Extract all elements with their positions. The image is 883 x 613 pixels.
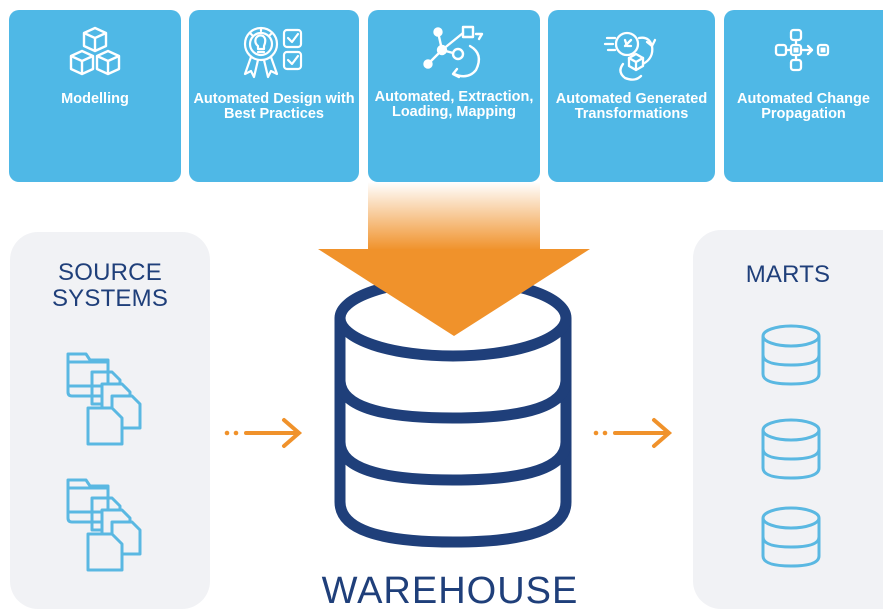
marts-title: MARTS <box>745 261 831 288</box>
warehouse-label: WAREHOUSE <box>321 570 579 612</box>
file-stack-icon <box>66 352 142 446</box>
source-systems-panel: SOURCE SYSTEMS <box>10 232 210 609</box>
tile-modelling: Modelling <box>9 10 181 182</box>
orange-down-arrow <box>318 182 590 336</box>
source-title-line1: SOURCE <box>58 259 162 286</box>
mart-database-icon <box>761 506 821 568</box>
warehouse-to-marts-arrow <box>593 418 673 448</box>
cubes-icon <box>69 26 121 76</box>
best-practice-icon <box>243 26 303 79</box>
propagation-icon <box>774 28 829 72</box>
marts-panel: MARTS <box>693 230 883 609</box>
tile-design-best-practices: Automated Design with Best Practices <box>189 10 359 182</box>
data-flow-icon <box>423 25 484 79</box>
source-systems-title: SOURCE SYSTEMS <box>10 260 210 312</box>
tile-extraction-loading-mapping: Automated, Extraction, Loading, Mapping <box>368 10 540 182</box>
file-stack-icon <box>66 478 142 572</box>
tile-label: Automated Design with Best Practices <box>193 91 355 122</box>
tile-label: Automated Change Propagation <box>737 91 870 122</box>
tile-label: Automated, Extraction, Loading, Mapping <box>374 89 534 120</box>
mart-database-icon <box>761 324 821 386</box>
tile-label: Modelling <box>61 91 129 107</box>
tile-change-propagation: Automated Change Propagation <box>724 10 883 182</box>
transform-icon <box>603 31 656 81</box>
tile-label: Automated Generated Transformations <box>555 91 708 122</box>
source-title-line2: SYSTEMS <box>51 285 169 312</box>
tile-generated-transformations: Automated Generated Transformations <box>548 10 715 182</box>
mart-database-icon <box>761 418 821 480</box>
source-to-warehouse-arrow <box>224 418 303 448</box>
